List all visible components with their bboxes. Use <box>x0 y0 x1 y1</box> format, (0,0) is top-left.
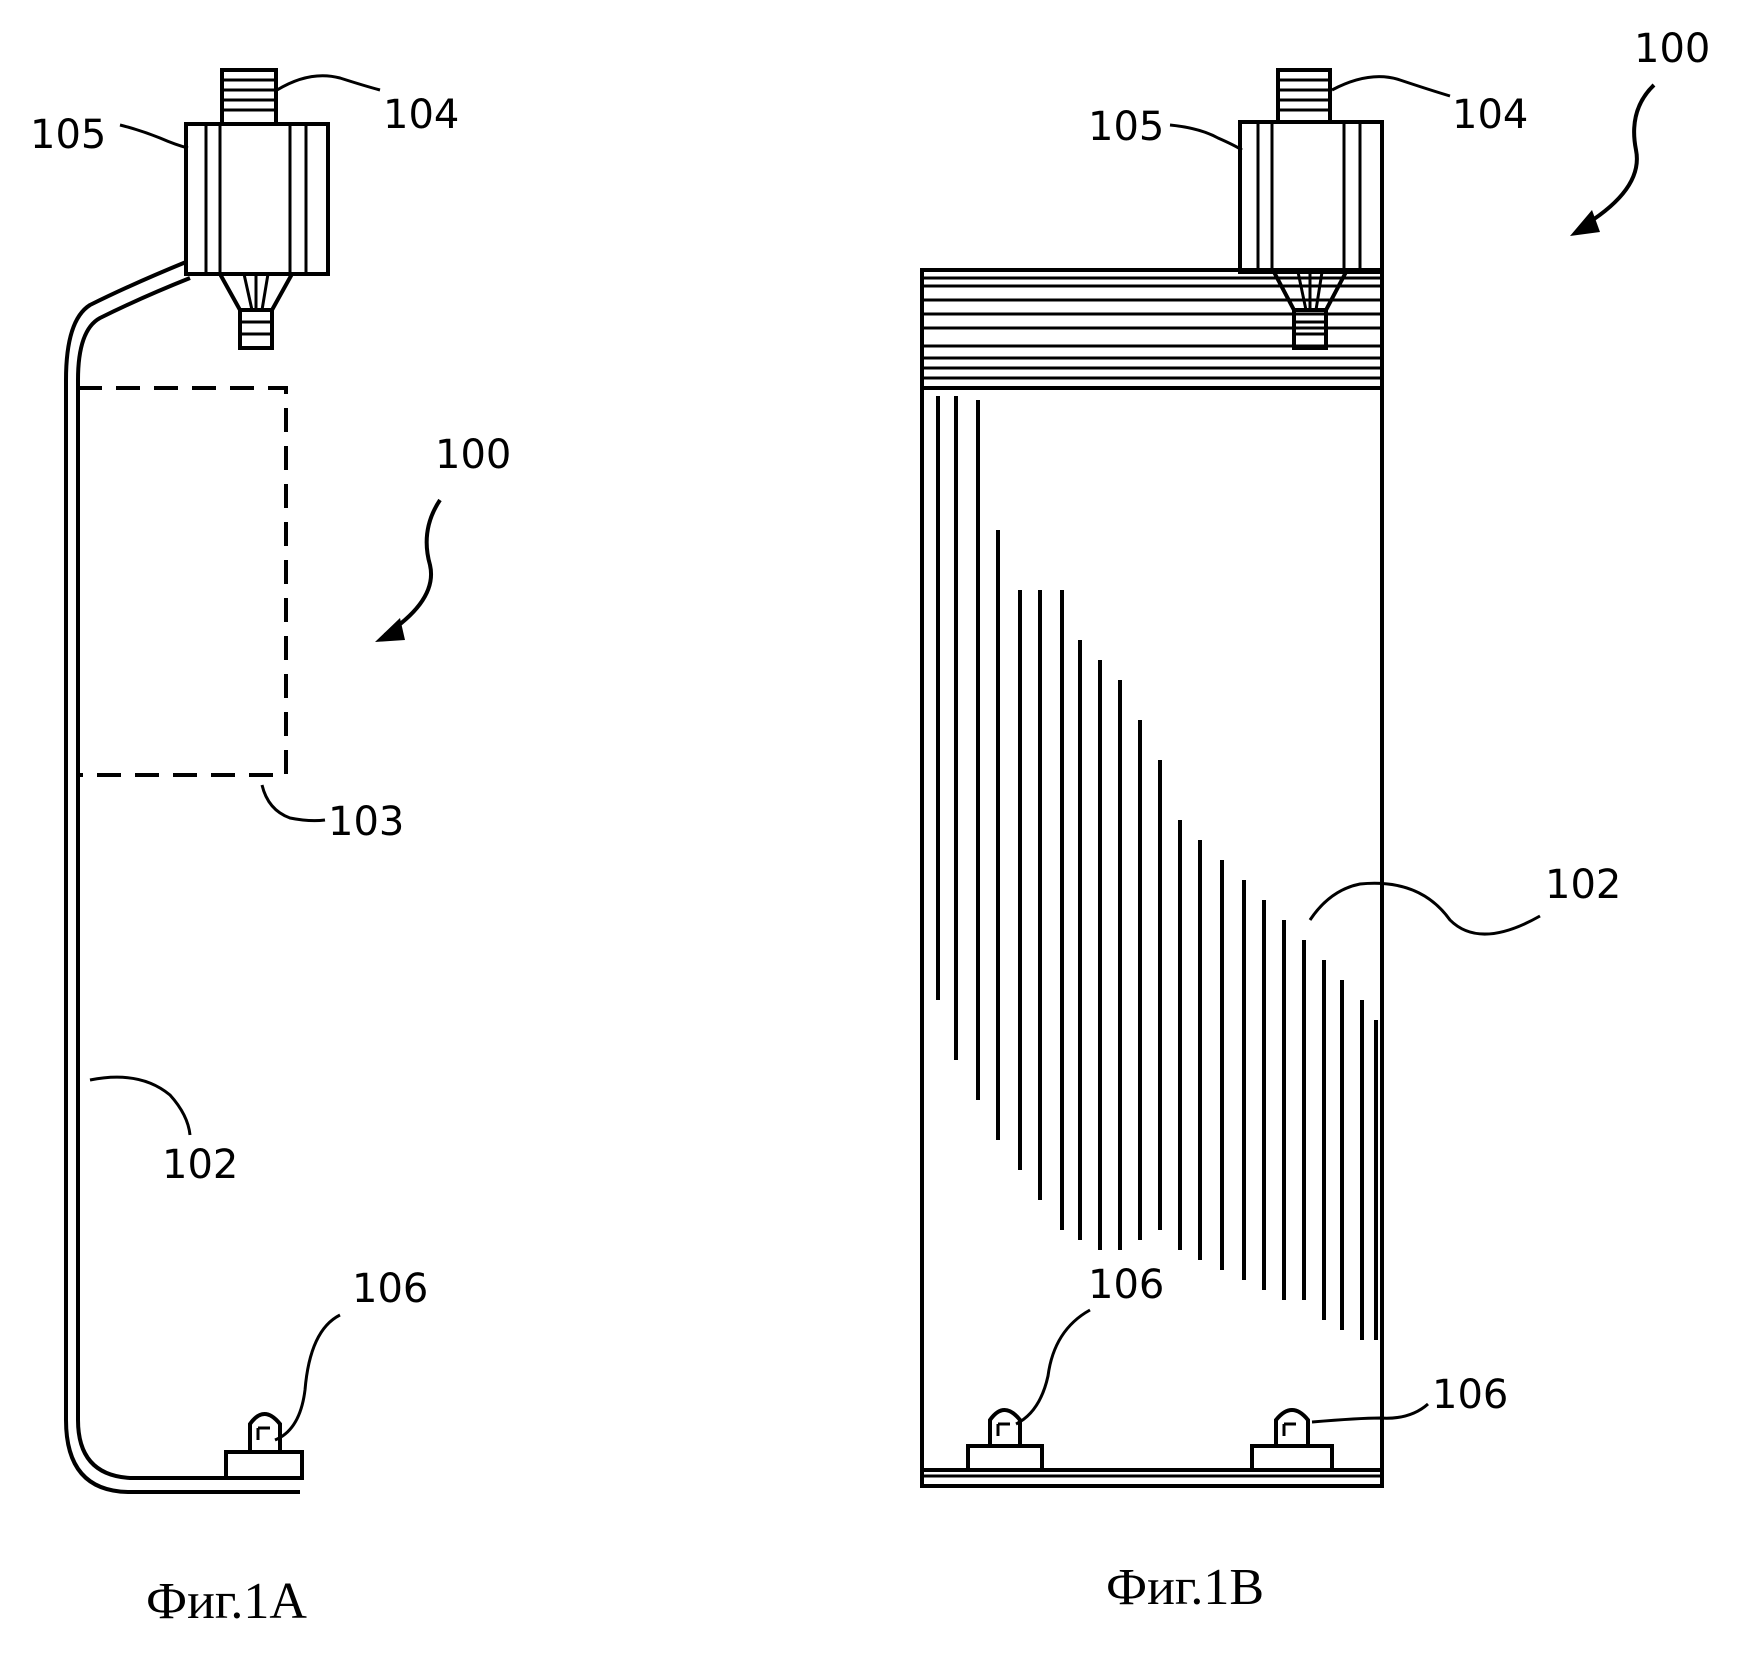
label-102-1a: 102 <box>162 1142 238 1188</box>
label-103-1a: 103 <box>328 799 404 845</box>
panel-region-1a <box>78 388 286 775</box>
fastener-right-1b <box>1252 1410 1332 1470</box>
assembly-arrow-1a <box>375 500 440 642</box>
panel-hatch-1b <box>938 396 1376 1340</box>
caption-fig1a: Фиг.1А <box>146 1573 307 1630</box>
figure-1a: 104 105 100 103 102 106 Фиг.1А <box>30 70 511 1630</box>
label-104-1b: 104 <box>1452 92 1528 138</box>
label-106-right-1b: 106 <box>1432 1372 1508 1418</box>
fastener-1a <box>226 1414 302 1478</box>
connector-cap-1a <box>222 70 276 124</box>
label-102-1b: 102 <box>1545 862 1621 908</box>
label-105-1a: 105 <box>30 112 106 158</box>
label-100-1b: 100 <box>1634 26 1710 72</box>
label-100-1a: 100 <box>435 432 511 478</box>
assembly-arrow-1b <box>1570 85 1654 236</box>
flexible-line-1a <box>66 262 300 1492</box>
label-106-1a: 106 <box>352 1266 428 1312</box>
connector-body-1a <box>186 124 328 348</box>
figure-1b: 100 104 105 102 106 106 Фиг.1В <box>922 26 1710 1616</box>
label-105-1b: 105 <box>1088 104 1164 150</box>
fastener-left-1b <box>968 1410 1042 1470</box>
leaders-1a <box>90 76 380 1440</box>
label-106-left-1b: 106 <box>1088 1262 1164 1308</box>
label-104-1a: 104 <box>383 92 459 138</box>
connector-1b <box>1240 70 1382 348</box>
caption-fig1b: Фиг.1В <box>1106 1559 1264 1616</box>
